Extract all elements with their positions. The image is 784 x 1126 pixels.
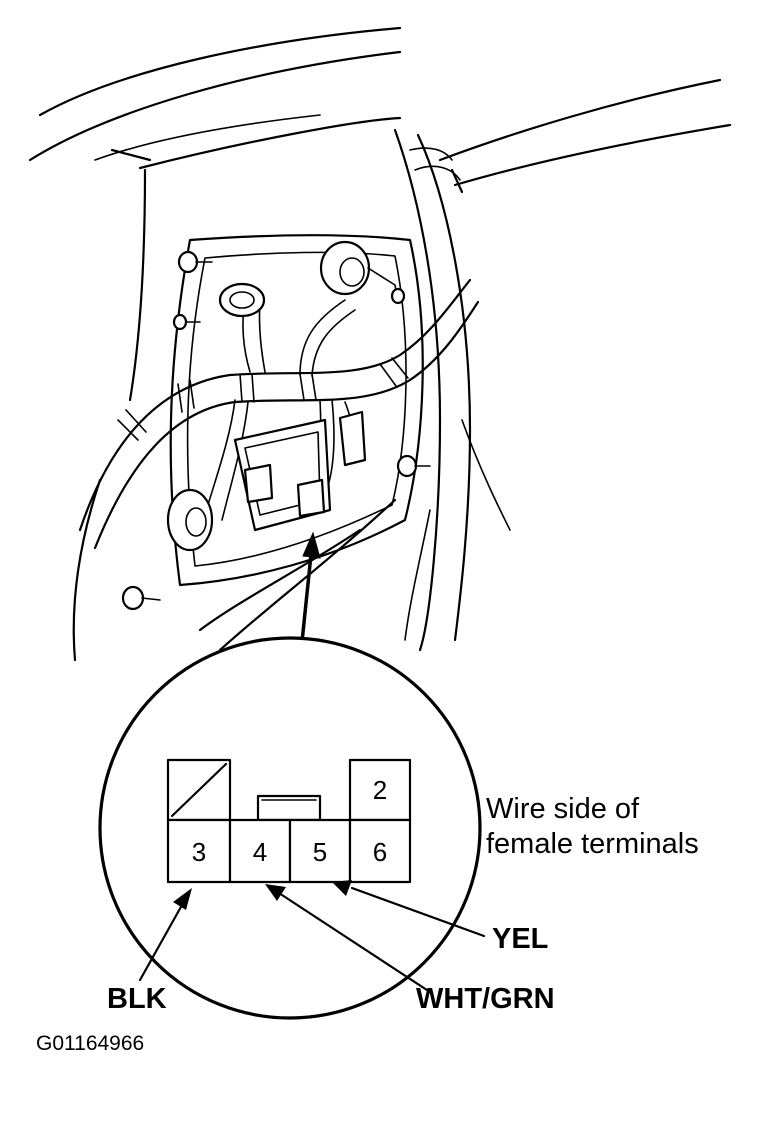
callout-arrow bbox=[300, 531, 321, 644]
terminal-4: 4 bbox=[253, 837, 267, 867]
bolt-icon bbox=[172, 313, 201, 331]
bolt-icon bbox=[390, 287, 406, 305]
caption-line-1: Wire side of bbox=[486, 793, 640, 825]
terminal-2: 2 bbox=[373, 775, 387, 805]
terminal-5: 5 bbox=[313, 837, 327, 867]
wire-label-blk: BLK bbox=[107, 983, 167, 1015]
wire-label-yel: YEL bbox=[492, 923, 548, 955]
figure-id: G01164966 bbox=[36, 1032, 144, 1055]
vehicle-panel-illustration bbox=[28, 26, 732, 662]
terminal-6: 6 bbox=[373, 837, 387, 867]
terminal-3: 3 bbox=[192, 837, 206, 867]
bolt-icon bbox=[121, 585, 161, 611]
caption-line-2: female terminals bbox=[486, 828, 699, 860]
leader-line-wht-grn bbox=[265, 884, 432, 994]
leader-line-blk bbox=[138, 888, 192, 982]
bolt-icon bbox=[396, 454, 431, 478]
connector-face bbox=[166, 758, 412, 884]
bolt-icon bbox=[177, 250, 213, 274]
wire-label-wht-grn: WHT/GRN bbox=[416, 983, 555, 1015]
leader-line-yel bbox=[332, 880, 486, 938]
